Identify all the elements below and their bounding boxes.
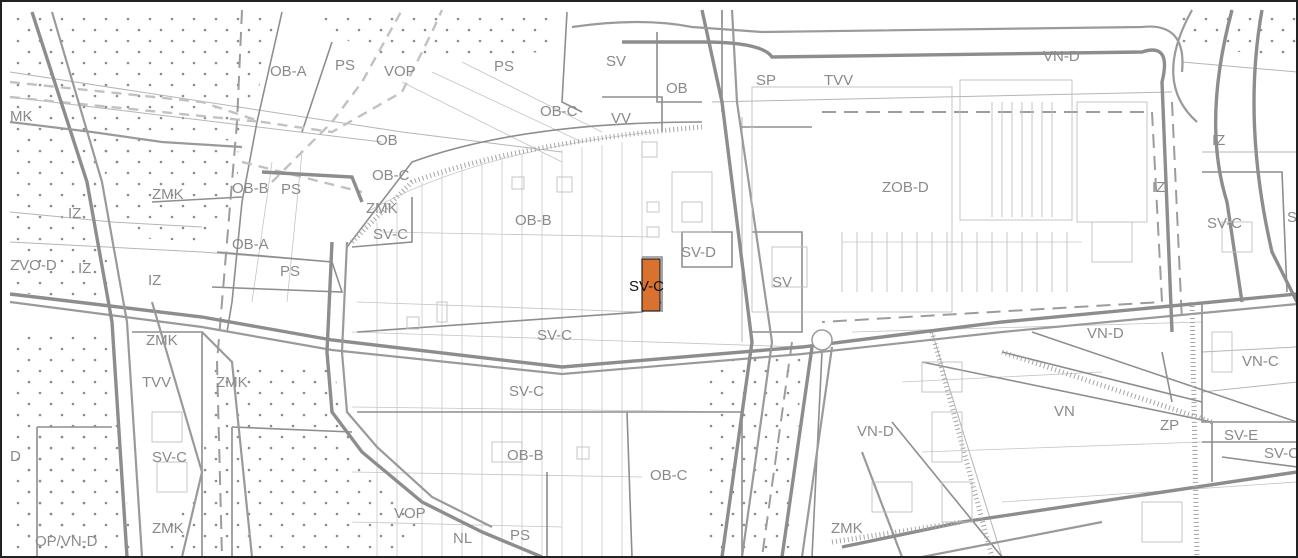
- zone-label: SV-C: [152, 449, 187, 466]
- buildings: [151, 79, 1253, 543]
- zone-label: OB: [376, 132, 398, 149]
- zone-label: MK: [10, 108, 33, 125]
- strip-parcels: [376, 140, 643, 556]
- zone-label: SV: [772, 274, 792, 291]
- zone-label: SV: [606, 53, 626, 70]
- zone-label: PS: [510, 527, 530, 544]
- zone-label: OB-C: [650, 467, 688, 484]
- zone-label: VN-D: [1043, 48, 1080, 65]
- zone-label: S: [1287, 209, 1297, 226]
- zone-label: ZMK: [831, 520, 863, 537]
- zone-label: NL: [453, 530, 472, 547]
- zone-label: SP: [756, 72, 776, 89]
- zone-label: ZVO-D: [10, 257, 57, 274]
- zone-label: ZMK: [216, 374, 248, 391]
- zone-label: SV-C: [537, 327, 572, 344]
- zone-label: ZMK: [366, 200, 398, 217]
- zone-label: ZP: [1160, 417, 1179, 434]
- zone-label: SV-C: [509, 383, 544, 400]
- zone-label: IZ: [78, 260, 91, 277]
- zone-label: IZ: [148, 272, 161, 289]
- zone-label: VV: [611, 110, 631, 127]
- zone-label: OB-A: [270, 63, 307, 80]
- highlighted-parcel[interactable]: [641, 258, 661, 312]
- zone-label: SV-D: [681, 244, 716, 261]
- zone-label: VN-D: [857, 423, 894, 440]
- zone-label: VOP: [394, 505, 426, 522]
- zone-label: PS: [494, 58, 514, 75]
- zone-label: OB-C: [372, 167, 410, 184]
- zone-label: PS: [281, 181, 301, 198]
- zone-label: TVV: [142, 374, 171, 391]
- zone-label: OB-A: [232, 236, 269, 253]
- zone-label: VN-C: [1242, 353, 1279, 370]
- zone-label: SV-E: [1224, 427, 1258, 444]
- zone-label: ZMK: [152, 186, 184, 203]
- zone-label: OB-C: [540, 103, 578, 120]
- zone-label: VN: [1054, 403, 1075, 420]
- dashed-boundaries: [9, 9, 1183, 556]
- zone-label: SV-C: [373, 226, 408, 243]
- zone-label: PS: [280, 263, 300, 280]
- main-roads: [9, 9, 1296, 556]
- zone-label: OP/VN-D: [35, 533, 98, 550]
- dotted-areas: [10, 10, 1296, 556]
- zone-label: D: [10, 448, 21, 465]
- highlight-label: SV-C: [629, 278, 664, 295]
- zone-label: OB-B: [515, 212, 552, 229]
- zone-label: ZMK: [152, 520, 184, 537]
- zone-label: TVV: [824, 72, 853, 89]
- secondary-lines: [9, 61, 1296, 556]
- zone-label: VN-D: [1087, 325, 1124, 342]
- zone-label: OB-B: [507, 447, 544, 464]
- zone-label: ZOB-D: [882, 179, 929, 196]
- zone-label: VOP: [384, 63, 416, 80]
- zone-label: PS: [335, 57, 355, 74]
- zone-label: IZ: [68, 205, 81, 222]
- zone-label: OB-B: [232, 180, 269, 197]
- zone-label: OB: [666, 80, 688, 97]
- zone-labels: MK OB-A PS VOP PS SV OB OB-C VV OB OB-C …: [10, 48, 1298, 550]
- zone-label: IZ: [1152, 179, 1165, 196]
- zone-label: SV-C: [1207, 215, 1242, 232]
- zone-label: ZMK: [146, 332, 178, 349]
- zone-label: SV-C: [1264, 445, 1298, 462]
- zone-label: IZ: [1212, 132, 1225, 149]
